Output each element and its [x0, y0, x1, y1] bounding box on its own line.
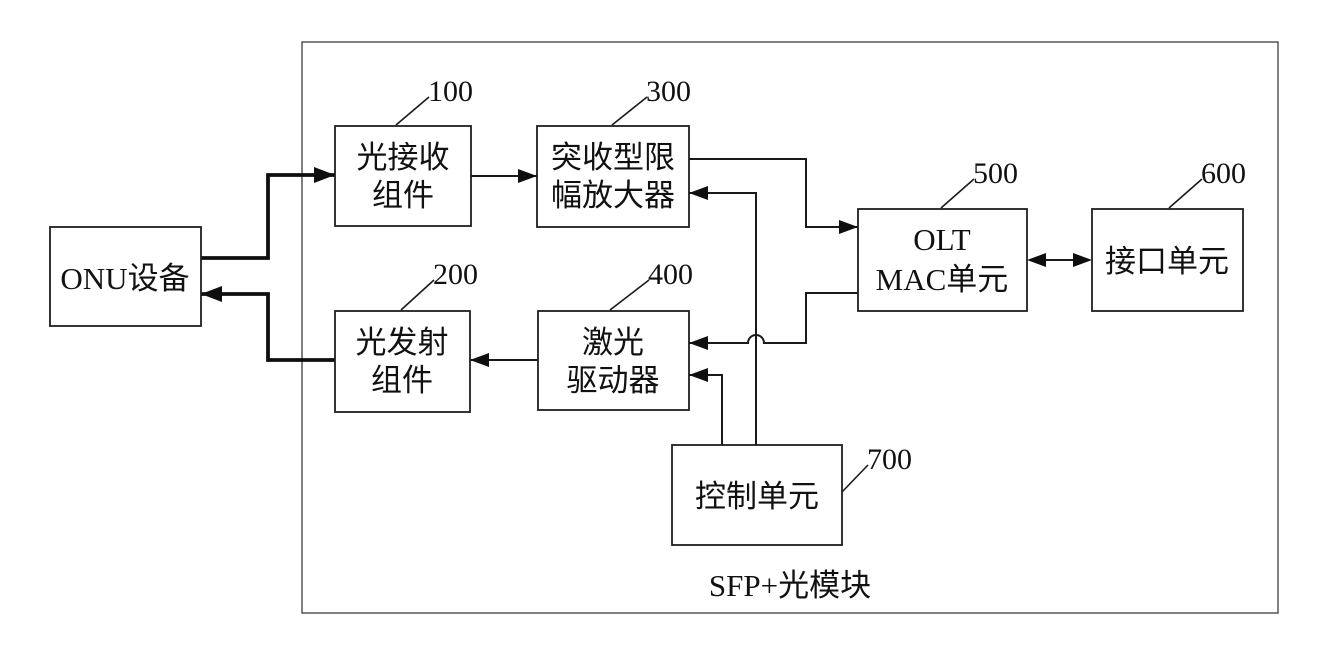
laser-driver-label-line2: 驱动器 [567, 363, 660, 398]
leader-line-600 [1168, 178, 1203, 209]
leader-line-200 [400, 279, 435, 311]
block-optical-receiver: 光接收 组件 [334, 125, 472, 227]
olt-mac-unit-label-line1: OLT [913, 222, 970, 257]
block-limiting-amplifier: 突收型限 幅放大器 [536, 125, 690, 228]
limiting-amplifier-box [536, 125, 690, 228]
laser-driver-box [537, 310, 690, 411]
leader-line-700 [841, 464, 869, 493]
arrowhead-left-icon [1027, 253, 1046, 267]
ref-number-400: 400 [648, 258, 693, 291]
olt-mac-unit-box [857, 208, 1028, 312]
leader-line-500 [940, 178, 975, 209]
limiting-amplifier-label-line2: 幅放大器 [551, 178, 675, 213]
sfp-module-outline [301, 41, 1279, 614]
ref-label-500: 500 [940, 157, 1018, 209]
block-onu-device: ONU设备 [49, 226, 202, 327]
interface-unit-label: 接口单元 [1105, 244, 1229, 279]
ref-label-600: 600 [1168, 157, 1246, 209]
optical-receiver-label-line2: 组件 [372, 178, 434, 213]
olt-mac-unit-label-line2: MAC单元 [876, 262, 1009, 297]
block-optical-transmitter: 光发射 组件 [334, 310, 471, 413]
module-caption: SFP+光模块 [709, 568, 871, 603]
onu-device-label: ONU设备 [60, 261, 189, 296]
block-interface-unit: 接口单元 [1091, 208, 1244, 312]
wires [201, 158, 1092, 445]
ref-number-200: 200 [433, 258, 478, 291]
wire-onu-to-receiver [201, 167, 335, 260]
ref-number-700: 700 [867, 443, 912, 476]
ref-number-300: 300 [646, 75, 691, 108]
laser-driver-label-line1: 激光 [582, 325, 644, 360]
wire-control-to-amplifier [689, 186, 757, 445]
control-unit-box [671, 444, 843, 546]
interface-unit-box [1091, 208, 1244, 312]
ref-label-700: 700 [841, 443, 912, 493]
optical-transmitter-label-line1: 光发射 [356, 325, 449, 360]
arrowhead-right-icon [1073, 253, 1092, 267]
leader-line-100 [395, 96, 430, 126]
block-control-unit: 控制单元 [671, 444, 843, 546]
block-laser-driver: 激光 驱动器 [537, 310, 690, 411]
wire-control-to-laser-driver [689, 368, 723, 445]
optical-receiver-box [334, 125, 472, 227]
limiting-amplifier-label-line1: 突收型限 [551, 140, 675, 175]
onu-device-box [49, 226, 202, 327]
control-unit-label: 控制单元 [695, 479, 819, 514]
ref-number-100: 100 [428, 75, 473, 108]
wire-mac-to-laser-driver [689, 292, 858, 350]
wire-transmitter-to-onu [201, 286, 335, 362]
ref-label-100: 100 [395, 75, 473, 126]
leader-line-300 [611, 96, 648, 126]
optical-transmitter-label-line2: 组件 [371, 363, 433, 398]
optical-receiver-label-line1: 光接收 [357, 140, 450, 175]
ref-label-200: 200 [400, 258, 478, 311]
optical-transmitter-box [334, 310, 471, 413]
wire-amplifier-to-mac [689, 158, 858, 234]
ref-number-500: 500 [973, 157, 1018, 190]
ref-number-600: 600 [1201, 157, 1246, 190]
ref-label-400: 400 [609, 258, 693, 311]
block-olt-mac-unit: OLT MAC单元 [857, 208, 1028, 312]
ref-label-300: 300 [611, 75, 691, 126]
leader-line-400 [609, 279, 650, 311]
